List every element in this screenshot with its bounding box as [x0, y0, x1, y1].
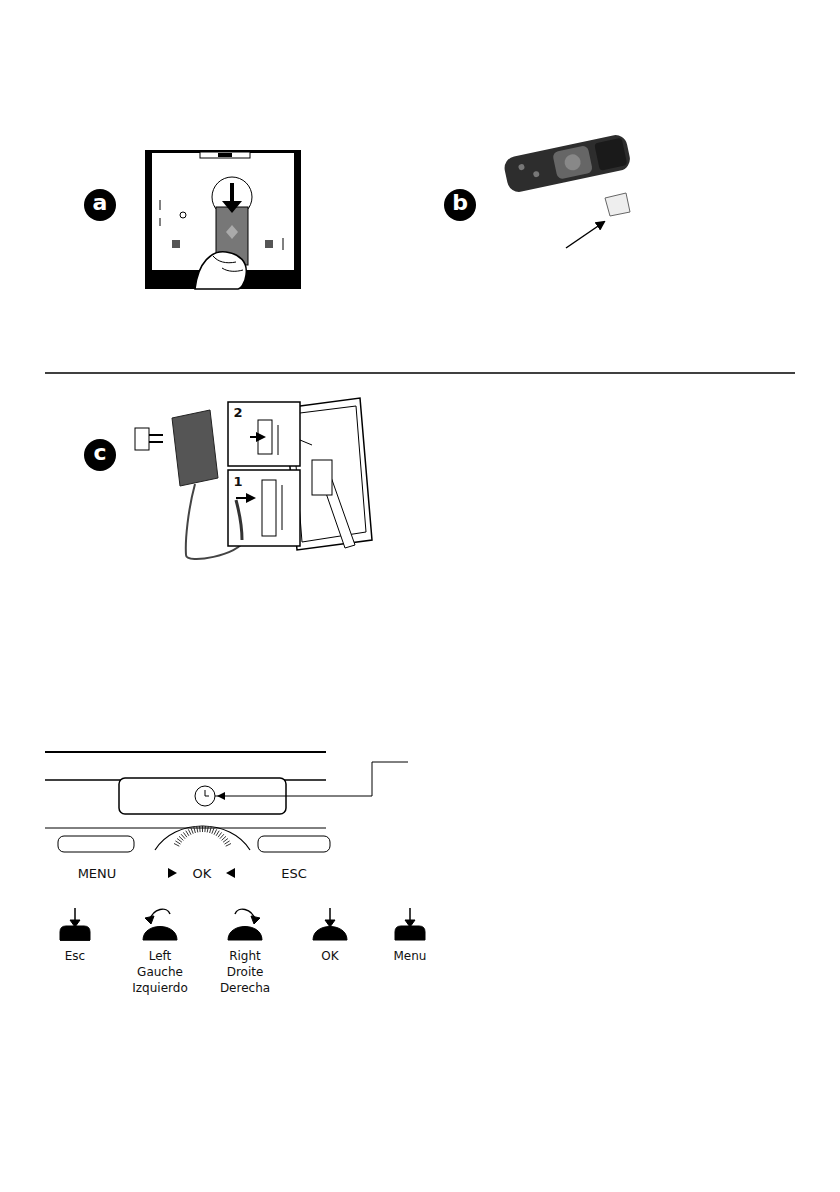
- divider: [45, 372, 795, 374]
- button-label: MENU: [62, 866, 132, 882]
- icon-label: Left Gauche Izquierdo: [124, 948, 196, 996]
- callout-circle: b: [444, 189, 476, 221]
- frame-back: [145, 150, 301, 289]
- wheel-knurling: [174, 826, 231, 846]
- control-panel: [45, 752, 408, 878]
- icon-label: Menu: [380, 948, 440, 964]
- inset-number: 1: [231, 474, 245, 490]
- button-label: OK: [182, 866, 222, 882]
- callout-letter: c: [93, 442, 106, 464]
- icon-label: OK: [300, 948, 360, 964]
- icon-label: Esc: [40, 948, 110, 964]
- callout-letter: a: [93, 192, 108, 214]
- callout-letter: b: [452, 192, 468, 214]
- callout-circle: a: [84, 189, 116, 221]
- button-label: ESC: [269, 866, 319, 882]
- inset-number: 2: [231, 405, 245, 421]
- callout-circle: c: [84, 439, 116, 471]
- remote-control: [502, 133, 632, 248]
- button-icons: [60, 908, 425, 940]
- icon-label: Right Droite Derecha: [209, 948, 281, 996]
- power-connection: [135, 398, 372, 559]
